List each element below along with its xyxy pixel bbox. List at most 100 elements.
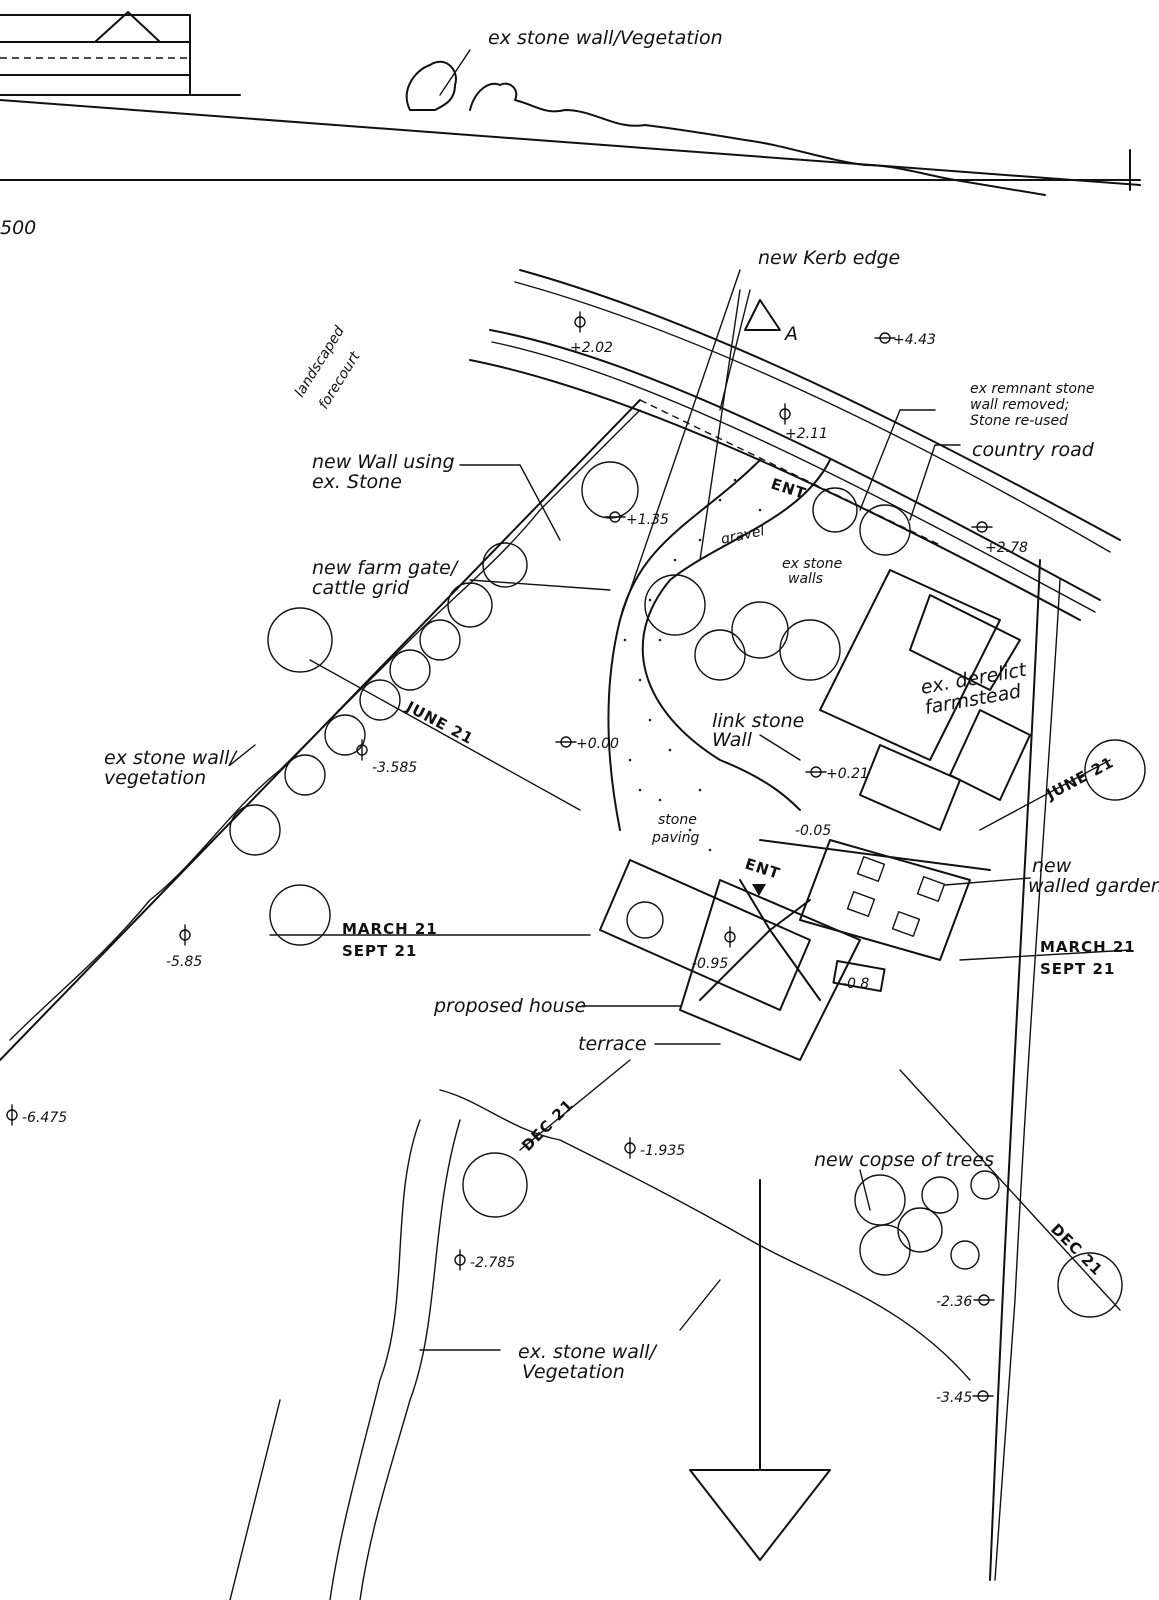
level-marker-icon	[724, 926, 736, 948]
tree-icon	[419, 619, 461, 661]
tree-icon	[859, 1224, 911, 1276]
label-march-e: MARCH 21	[1040, 938, 1136, 956]
level-l7: +0.00	[576, 736, 619, 752]
north-arrow: A	[689, 299, 831, 1561]
tree-icon	[359, 679, 401, 721]
label-stone-walls-2: walls	[788, 571, 823, 587]
level-l12: -0.05	[795, 823, 831, 839]
label-remnant-3: Stone re-used	[970, 413, 1068, 429]
country-road	[469, 269, 1121, 621]
label-south-wall-1: ex. stone wall/	[518, 1341, 658, 1363]
entrance-arrow-icon	[752, 884, 766, 896]
label-remnant-1: ex remnant stone	[970, 381, 1094, 397]
tree-icon	[970, 1170, 1000, 1200]
label-walled-1: new	[1032, 855, 1072, 877]
label-sept-e: SEPT 21	[1040, 960, 1115, 978]
level-marker-icon	[805, 766, 827, 778]
tree-icon	[462, 1152, 528, 1218]
label-south-wall-2: Vegetation	[522, 1361, 625, 1383]
label-kerb: new Kerb edge	[758, 247, 900, 269]
tree-icon	[694, 629, 746, 681]
level-marker-icon	[179, 924, 191, 946]
label-walled-2: walled garden	[1028, 875, 1159, 897]
level-l15: -2.785	[470, 1255, 515, 1271]
tree-icon	[447, 582, 493, 628]
tree-icon	[229, 804, 281, 856]
tree-icon	[859, 504, 911, 556]
scale-label: 500	[0, 217, 36, 239]
tree-icon	[269, 884, 331, 946]
level-marker-icon	[972, 1390, 994, 1402]
label-section-wall: ex stone wall/Vegetation	[488, 27, 723, 49]
label-gravel: gravel	[720, 523, 766, 548]
level-l11: -0.8	[842, 976, 869, 992]
tree-icon	[1057, 1252, 1123, 1318]
tree-icon	[581, 461, 639, 519]
farmstead	[819, 569, 1031, 831]
label-june-e: JUNE 21	[1043, 753, 1117, 804]
label-remnant-2: wall removed;	[970, 397, 1069, 413]
label-sept-w: SEPT 21	[342, 942, 417, 960]
label-new-wall-2: ex. Stone	[312, 471, 402, 493]
tree-icon	[267, 607, 333, 673]
label-stone-walls-1: ex stone	[782, 556, 842, 572]
tree-icon	[921, 1176, 959, 1214]
label-gate-2: cattle grid	[312, 577, 410, 599]
level-l17: -3.45	[936, 1390, 972, 1406]
level-marker-icon	[973, 1294, 995, 1306]
level-marker-icon	[874, 332, 896, 344]
label-copse: new copse of trees	[814, 1149, 994, 1171]
section-marker: A	[783, 323, 798, 345]
level-marker-icon	[356, 739, 368, 761]
label-road: country road	[972, 439, 1095, 461]
label-west-wall-1: ex stone wall/	[104, 747, 238, 769]
label-dec-e: DEC 21	[1047, 1220, 1106, 1279]
tree-icon	[284, 754, 326, 796]
tree-icon	[482, 542, 528, 588]
leader-lines	[229, 289, 1031, 1351]
label-gate-1: new farm gate/	[312, 557, 460, 579]
level-l8: +0.21	[826, 766, 869, 782]
level-marker-icon	[555, 736, 577, 748]
label-terrace: terrace	[578, 1033, 647, 1055]
tree-icon	[626, 901, 664, 939]
level-l1: +2.02	[570, 340, 613, 356]
level-l6: -3.585	[372, 760, 417, 776]
spot-level-markers	[6, 311, 995, 1402]
tree-icon	[897, 1207, 943, 1253]
level-l5: +2.78	[985, 540, 1028, 556]
label-ent-house: ENT	[743, 855, 783, 883]
level-l2: +4.43	[893, 332, 936, 348]
boundary-hedges	[0, 399, 1061, 1600]
label-house: proposed house	[433, 995, 586, 1017]
site-section: ex stone wall/Vegetation	[0, 11, 1141, 196]
level-l16: -2.36	[936, 1294, 972, 1310]
tree-icon	[389, 649, 431, 691]
sun-path-lines	[269, 269, 1131, 1311]
trees	[229, 461, 1146, 1318]
level-marker-icon	[574, 311, 586, 333]
level-l3: +2.11	[785, 426, 828, 442]
level-l13: -6.475	[22, 1110, 67, 1126]
label-paving-2: paving	[651, 830, 700, 846]
label-west-wall-2: vegetation	[104, 767, 206, 789]
label-link-1: link stone	[712, 710, 804, 732]
level-marker-icon	[454, 1249, 466, 1271]
level-l14: -1.935	[640, 1143, 685, 1159]
level-marker-icon	[6, 1104, 18, 1126]
label-new-wall-1: new Wall using	[312, 451, 455, 473]
tree-icon	[812, 487, 858, 533]
label-march-w: MARCH 21	[342, 920, 438, 938]
level-marker-icon	[971, 521, 993, 533]
tree-icon	[1084, 739, 1146, 801]
level-marker-icon	[624, 1137, 636, 1159]
level-l10: -0.95	[692, 956, 728, 972]
level-marker-icon	[604, 511, 626, 523]
tree-icon	[779, 619, 841, 681]
label-paving-1: stone	[658, 812, 697, 828]
level-l9: -5.85	[166, 954, 202, 970]
label-link-2: Wall	[712, 729, 753, 751]
level-marker-icon	[779, 403, 791, 425]
label-dec-w: DEC 21	[518, 1096, 577, 1155]
